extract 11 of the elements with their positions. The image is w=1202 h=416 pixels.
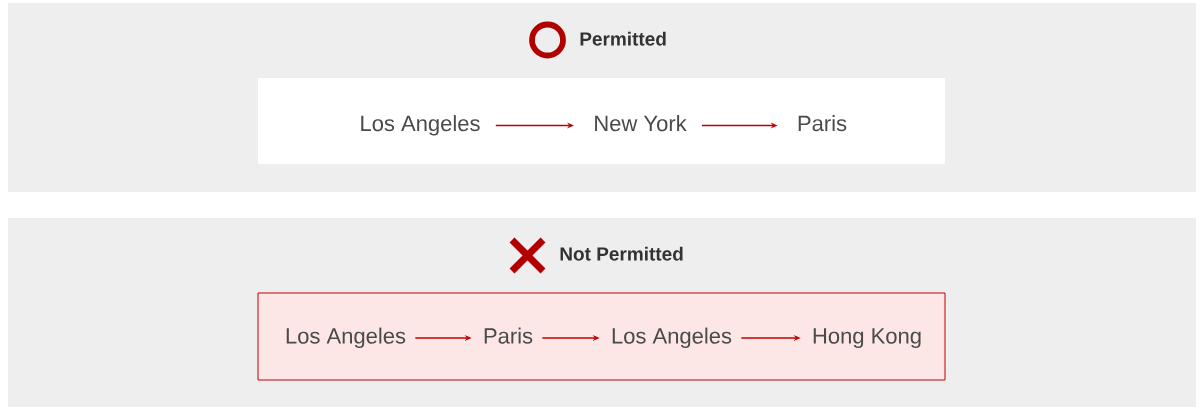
city-label: Paris xyxy=(798,115,847,132)
route-box xyxy=(258,78,945,164)
heading: Permitted xyxy=(580,31,666,46)
city-label: Los Angeles xyxy=(286,327,406,349)
route-box xyxy=(257,292,946,381)
city-label: Los Angeles xyxy=(361,115,480,136)
heading: Not Permitted xyxy=(560,246,683,261)
city-label: New York xyxy=(595,115,687,132)
city-label: Los Angeles xyxy=(612,327,732,349)
city-label: Hong Kong xyxy=(813,328,921,349)
city-label: Paris xyxy=(484,327,533,344)
